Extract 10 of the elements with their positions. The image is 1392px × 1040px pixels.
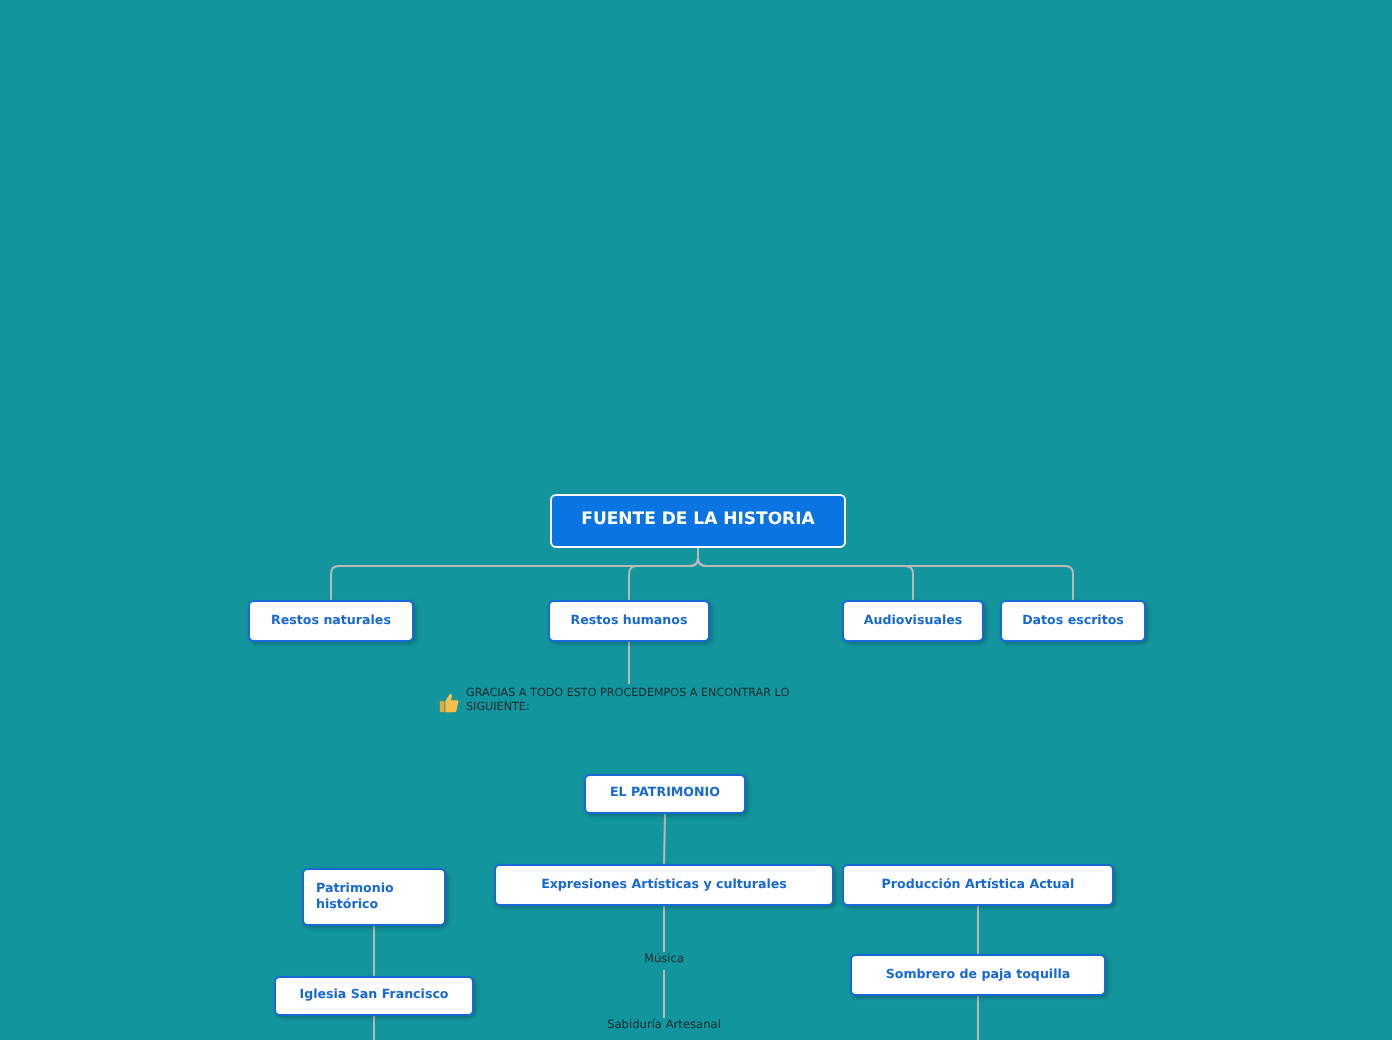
connector-line — [697, 547, 1074, 601]
root-topic-box: FUENTE DE LA HISTORIA — [550, 494, 846, 548]
connector-line — [977, 995, 979, 1040]
connector-line — [373, 925, 375, 977]
connector-line — [663, 813, 666, 865]
connector-line — [977, 905, 979, 955]
connector-line — [373, 1015, 375, 1040]
connector-line — [663, 905, 665, 953]
connector-line — [628, 641, 630, 685]
connector-line — [663, 969, 665, 1019]
